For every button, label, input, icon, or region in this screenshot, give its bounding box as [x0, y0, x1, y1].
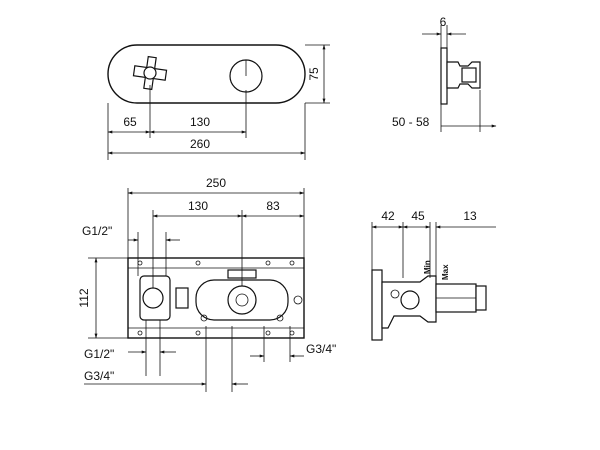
body-side-view: 42 45 13 Min Max [371, 209, 496, 341]
dim-plate-thickness: 6 [440, 15, 447, 29]
cross-handle-icon [132, 55, 168, 91]
plate-side [440, 47, 448, 105]
side-view-top: 6 50 - 58 [392, 15, 497, 132]
dim-total-width: 260 [190, 137, 210, 151]
dim-side-c: 13 [463, 209, 477, 223]
dim-plate-height: 75 [307, 67, 321, 81]
label-top-left: G1/2" [82, 224, 112, 238]
label-bottom-left-1: G1/2" [84, 347, 114, 361]
dim-left-offset: 65 [123, 115, 137, 129]
label-min: Min [423, 260, 432, 274]
mounting-frame [127, 257, 305, 339]
label-bottom-left-2: G3/4" [84, 369, 114, 383]
frame-holes [137, 260, 295, 336]
label-max: Max [441, 264, 450, 280]
thermostatic-spindle-icon [227, 285, 257, 315]
dim-body-width: 250 [206, 176, 226, 190]
cover-plate [107, 44, 306, 104]
round-knob-icon [229, 59, 263, 93]
dim-body-spacing: 130 [188, 199, 208, 213]
dim-spacing: 130 [190, 115, 210, 129]
left-valve-spindle-icon [142, 287, 164, 309]
dim-side-b: 45 [411, 209, 425, 223]
dim-wall-range: 50 - 58 [392, 115, 430, 129]
side-mount-bracket [371, 269, 383, 341]
dim-body-offset: 83 [266, 199, 280, 213]
dim-side-a: 42 [381, 209, 395, 223]
front-view: 75 65 130 260 [107, 44, 330, 160]
label-bottom-right: G3/4" [306, 342, 336, 356]
side-spindle-end [475, 285, 487, 311]
body-front-view: 250 130 83 G1/2" 112 G1/2" G3/4" [77, 176, 336, 392]
dim-body-height: 112 [77, 288, 91, 307]
